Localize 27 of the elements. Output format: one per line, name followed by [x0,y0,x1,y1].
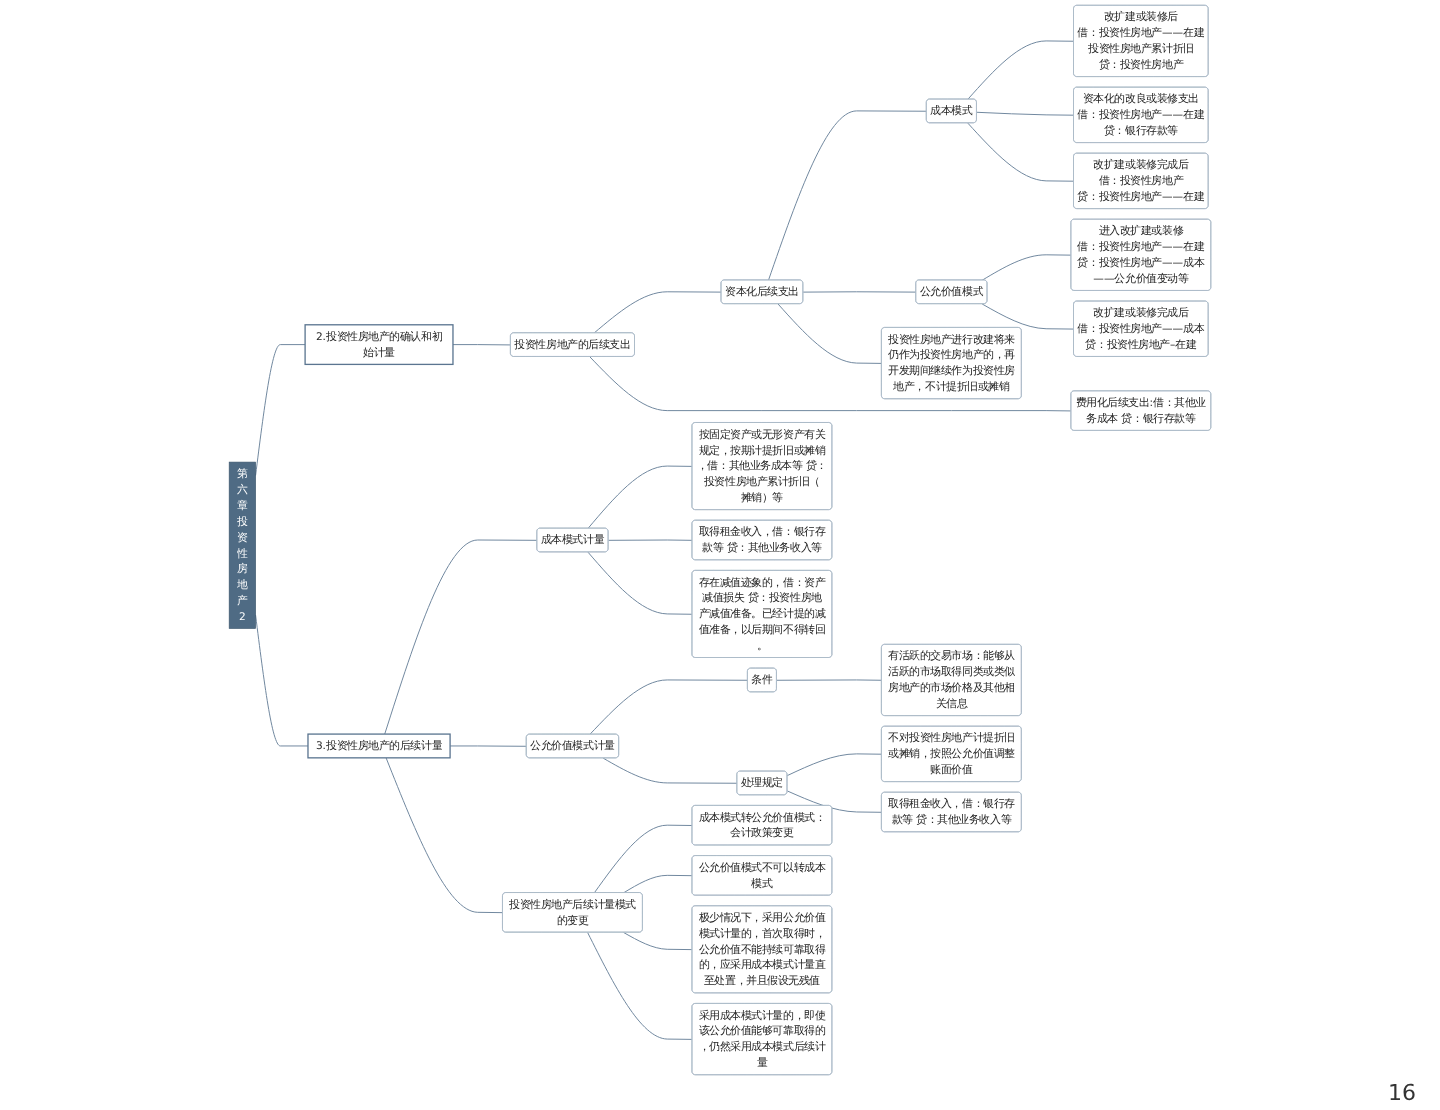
connector [967,40,1075,100]
connector [385,757,504,914]
connector [593,291,722,334]
connector [607,539,693,541]
connector [776,679,883,681]
connector [767,110,928,281]
connector [786,790,883,813]
connector [777,303,883,364]
connector [384,539,538,735]
connector [587,465,693,529]
connector [589,679,749,735]
connector [449,745,528,747]
connector [967,122,1075,182]
connector [981,303,1075,330]
connector [587,931,693,1040]
connector [976,111,1075,116]
connector [452,344,512,346]
connector [786,753,883,777]
connector [587,551,693,615]
connector [593,824,693,894]
connector [623,874,693,894]
connector [589,356,1072,412]
connector [602,757,738,784]
connector [623,931,693,951]
page-number: 16 [1388,1080,1416,1106]
connector [981,254,1072,281]
connector [802,291,917,293]
